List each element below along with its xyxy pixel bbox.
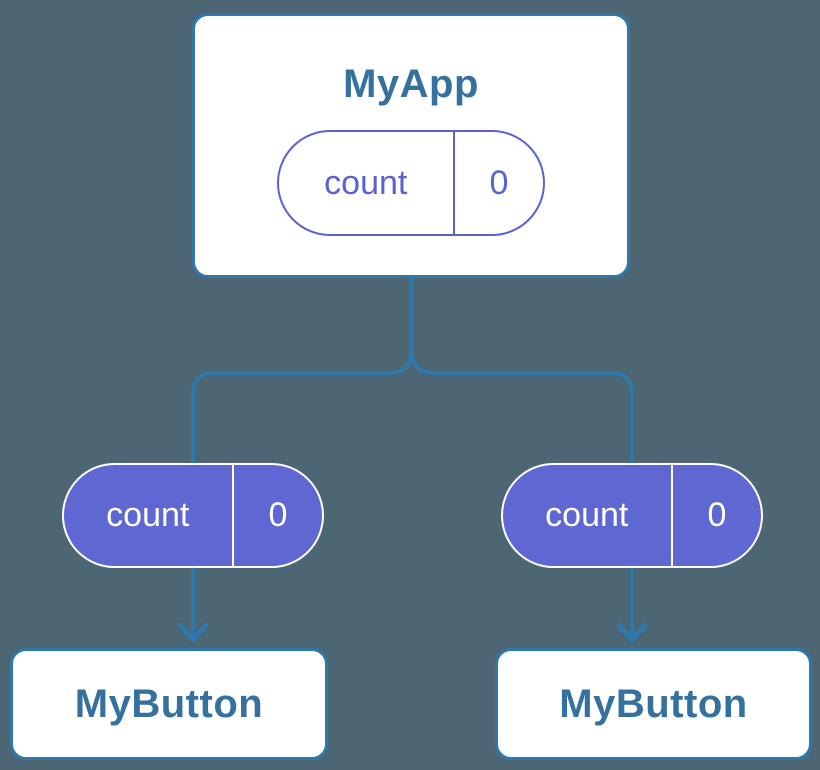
connector-left-branch <box>191 276 414 639</box>
component-title: MyButton <box>559 682 748 726</box>
component-title: MyButton <box>74 682 264 726</box>
state-pill: count 0 <box>62 463 324 568</box>
state-value: 0 <box>268 496 288 534</box>
component-node-myapp: MyApp count 0 <box>192 13 630 278</box>
pill-divider <box>452 132 455 234</box>
component-node-mybutton-right: MyButton <box>495 648 812 760</box>
component-title: MyApp <box>343 62 479 106</box>
arrow-down-icon <box>177 622 209 643</box>
connector-right-branch <box>409 276 634 639</box>
pill-divider <box>231 465 234 566</box>
state-key: count <box>106 496 190 534</box>
state-pill: count 0 <box>277 130 545 236</box>
component-node-mybutton-left: MyButton <box>10 648 328 760</box>
state-pill: count 0 <box>501 463 763 568</box>
state-key: count <box>324 163 408 202</box>
state-key: count <box>545 496 629 534</box>
state-value: 0 <box>707 496 727 534</box>
state-value: 0 <box>489 163 509 202</box>
arrow-down-icon <box>616 622 648 643</box>
pill-divider <box>670 465 673 566</box>
